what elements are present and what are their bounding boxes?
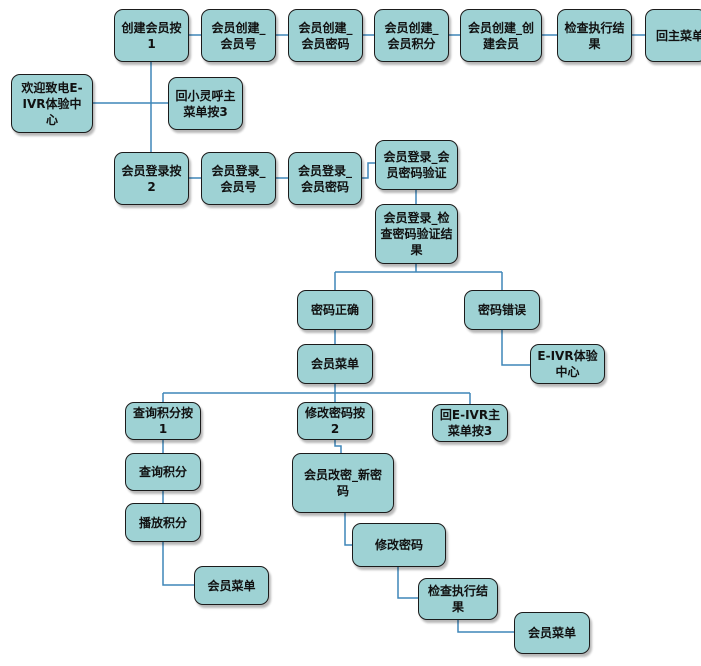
node-change-pwd: 修改密码 [352, 523, 446, 567]
node-create-id-label: 会员创建_ 会员号 [211, 20, 266, 51]
node-check-result-bottom: 检查执行结 果 [418, 578, 498, 620]
node-back-main-label: 回主菜单 [656, 28, 701, 43]
node-query-key1: 查询积分按 1 [125, 402, 201, 440]
node-query-points: 查询积分 [125, 453, 201, 491]
node-change-key2: 修改密码按 2 [297, 402, 373, 440]
connector-query-chain3 [162, 542, 194, 586]
connector-change-chain3 [397, 567, 418, 599]
node-create-member-label: 会员创建_创 建会员 [467, 20, 534, 51]
connector-change-chain1 [334, 440, 342, 453]
node-member-menu: 会员菜单 [297, 344, 373, 384]
node-login-key2: 会员登录按 2 [114, 152, 189, 205]
node-welcome: 欢迎致电E- IVR体验中 心 [11, 74, 93, 133]
node-query-key1-label: 查询积分按 1 [132, 406, 193, 436]
node-eivr-center-label: E-IVR体验 中心 [537, 349, 598, 379]
node-create-key1-label: 创建会员按 1 [121, 20, 182, 51]
connector-change-chain4 [457, 620, 514, 633]
node-change-pwd-label: 修改密码 [374, 538, 423, 552]
node-back-eivr: 回E-IVR主 菜单按3 [432, 404, 508, 442]
node-login-key2-label: 会员登录按 2 [121, 163, 182, 194]
node-pwd-ok: 密码正确 [297, 290, 373, 330]
node-login-id-label: 会员登录_ 会员号 [211, 163, 266, 194]
node-member-menu-label: 会员菜单 [310, 357, 359, 371]
node-login-id: 会员登录_ 会员号 [201, 152, 276, 205]
node-login-pwd-label: 会员登录_ 会员密码 [297, 163, 352, 194]
node-welcome-label: 欢迎致电E- IVR体验中 心 [21, 80, 83, 127]
node-pwd-err-label: 密码错误 [477, 303, 526, 317]
node-create-points: 会员创建_ 会员积分 [374, 9, 449, 62]
node-member-menu-bottom-label: 会员菜单 [527, 626, 576, 640]
node-eivr-center: E-IVR体验 中心 [530, 344, 605, 384]
node-create-points-label: 会员创建_ 会员积分 [384, 20, 439, 51]
node-pwd-err: 密码错误 [464, 290, 540, 330]
connector-err-center [501, 330, 530, 366]
node-pwd-ok-label: 密码正确 [310, 303, 359, 317]
node-member-menu-bottom: 会员菜单 [514, 612, 590, 654]
node-play-points-label: 播放积分 [138, 515, 187, 530]
node-create-pwd: 会员创建_ 会员密码 [288, 9, 363, 62]
node-create-id: 会员创建_ 会员号 [201, 9, 276, 62]
node-login-check-label: 会员登录_检 查密码验证结 果 [380, 211, 453, 257]
node-query-points-label: 查询积分 [138, 465, 187, 479]
node-check-result-top: 检查执行结 果 [557, 9, 632, 62]
node-back-xiaoling-label: 回小灵呼主 菜单按3 [175, 88, 236, 119]
node-back-xiaoling: 回小灵呼主 菜单按3 [168, 77, 243, 130]
node-new-pwd-label: 会员改密_新密 码 [303, 468, 382, 498]
node-play-points: 播放积分 [125, 503, 201, 542]
node-login-check: 会员登录_检 查密码验证结 果 [375, 204, 458, 264]
node-check-result-bottom-label: 检查执行结 果 [427, 584, 488, 614]
node-back-main: 回主菜单 [645, 9, 701, 62]
node-check-result-top-label: 检查执行结 果 [564, 20, 625, 51]
node-login-verify-label: 会员登录_会 员密码验证 [383, 150, 450, 180]
node-create-key1: 创建会员按 1 [114, 9, 189, 62]
node-create-pwd-label: 会员创建_ 会员密码 [298, 20, 353, 51]
node-change-key2-label: 修改密码按 2 [304, 406, 365, 436]
node-member-menu-left-label: 会员菜单 [207, 578, 256, 593]
node-login-pwd: 会员登录_ 会员密码 [288, 152, 362, 205]
connector-login-verify [362, 162, 375, 179]
node-back-eivr-label: 回E-IVR主 菜单按3 [439, 408, 501, 438]
node-login-verify: 会员登录_会 员密码验证 [375, 140, 458, 190]
connector-change-chain2 [344, 513, 352, 546]
node-create-member: 会员创建_创 建会员 [460, 9, 542, 62]
node-new-pwd: 会员改密_新密 码 [292, 453, 394, 513]
node-member-menu-left: 会员菜单 [194, 566, 269, 605]
